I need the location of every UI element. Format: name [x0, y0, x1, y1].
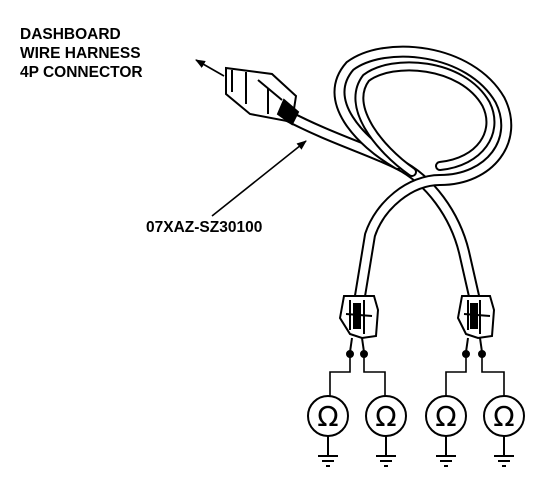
harness-cable — [282, 45, 513, 302]
test-plug-left — [338, 295, 380, 358]
ohm-symbol: Ω — [317, 400, 338, 433]
ground-icon — [318, 436, 338, 467]
connector-label-line-3: 4P CONNECTOR — [20, 64, 143, 81]
part-leader-arrow — [211, 140, 307, 217]
ohmmeter-2: Ω — [365, 395, 407, 437]
connector-leader-arrow — [195, 59, 225, 77]
part-number-label: 07XAZ-SZ30100 — [146, 219, 263, 236]
connector-label-line-1: DASHBOARD — [20, 26, 121, 43]
connector-label-line-2: WIRE HARNESS — [20, 45, 141, 62]
meter-leads — [329, 356, 505, 396]
4p-connector — [225, 66, 300, 126]
ohm-symbol: Ω — [375, 400, 396, 433]
ground-icon — [436, 436, 456, 467]
ohmmeter-4: Ω — [483, 395, 525, 437]
ground-icon — [494, 436, 514, 467]
ohm-symbol: Ω — [493, 400, 514, 433]
ohmmeter-3: Ω — [425, 395, 467, 437]
test-plug-right — [456, 295, 496, 358]
ground-icon — [376, 436, 396, 467]
ohm-symbol: Ω — [435, 400, 456, 433]
ohmmeter-1: Ω — [307, 395, 349, 437]
ground-symbols — [318, 436, 514, 467]
